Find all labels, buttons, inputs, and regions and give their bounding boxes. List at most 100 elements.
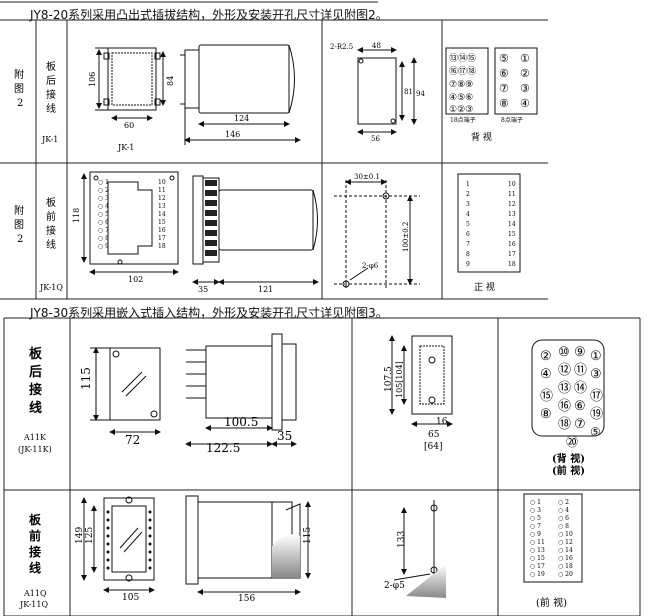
s2a-side-view (185, 333, 297, 447)
svg-text:前: 前 (46, 210, 56, 223)
svg-text:①: ① (520, 52, 530, 65)
s1a-side-model: JK-1 (117, 143, 134, 152)
s2b-shade (272, 534, 300, 578)
svg-text:5: 5 (466, 221, 470, 228)
terminal-label: ○ 5 (530, 515, 541, 522)
svg-text:图: 图 (14, 219, 24, 231)
svg-text:②: ② (540, 349, 552, 364)
svg-text:④: ④ (540, 367, 552, 382)
svg-text:18: 18 (158, 243, 166, 250)
svg-text:③: ③ (590, 367, 602, 382)
svg-text:后: 后 (29, 364, 42, 380)
s1b-side-view (192, 175, 319, 285)
svg-text:⑧: ⑧ (540, 407, 552, 422)
s1b-dim-102: 102 (128, 275, 143, 284)
svg-text:接: 接 (29, 544, 41, 559)
svg-text:15: 15 (508, 231, 516, 238)
s2b-labels: 板 前 接 线 (29, 512, 42, 575)
s2b-terminal-box (523, 493, 583, 583)
svg-text:⑦⑧⑨: ⑦⑧⑨ (449, 80, 473, 90)
svg-text:④: ④ (520, 97, 530, 110)
terminal-label: ○ 1 (530, 499, 541, 506)
s1b-dim-118: 118 (72, 208, 81, 223)
s2a-dim-115: 115 (79, 367, 93, 390)
s2b-view: (前 视) (536, 596, 567, 609)
terminal-label: ○ 4 (558, 507, 569, 514)
terminal-label: ○ 19 (530, 571, 545, 578)
s1a-side-view (180, 44, 301, 145)
svg-text:⑦: ⑦ (499, 82, 509, 95)
s2b-dim-156: 156 (238, 594, 255, 604)
svg-text:12: 12 (158, 195, 166, 202)
s1a-terminal-circles-left: ⑬⑭⑮ ⑯⑰⑱ ⑦⑧⑨ ④⑤⑥ ①②③ (449, 53, 476, 115)
section1-frame (0, 1, 548, 300)
s1b-front-view (81, 171, 179, 275)
svg-text:○ 1: ○ 1 (98, 179, 109, 186)
terminal-label: ○ 6 (558, 515, 569, 522)
s1a-fig-label-1: 图 (14, 83, 24, 95)
s2b-term-labels: ○ 1○ 2○ 3○ 4○ 5○ 6○ 7○ 8○ 9○ 10○ 11○ 12○… (530, 499, 573, 578)
s1a-labels: 附 图 2 板 后 接 线 JK-1 (14, 60, 58, 144)
svg-text:⑦: ⑦ (574, 417, 586, 432)
s1a-fig-label-0: 附 (14, 68, 24, 81)
s1a-dim-56: 56 (371, 135, 380, 143)
svg-text:⑯⑰⑱: ⑯⑰⑱ (449, 66, 476, 77)
terminal-label: ○ 16 (558, 555, 573, 562)
svg-text:16: 16 (508, 241, 516, 248)
svg-text:7: 7 (466, 241, 470, 248)
s1a-dim-124: 124 (234, 114, 249, 123)
svg-text:⑱: ⑱ (558, 417, 571, 432)
s1a-wiring-2: 接 (46, 88, 56, 101)
s2a-model1: A11K (23, 433, 47, 442)
s1b-dim-121: 121 (258, 285, 273, 294)
svg-text:⑳: ⑳ (566, 435, 578, 449)
svg-text:线: 线 (29, 560, 41, 575)
svg-text:板: 板 (46, 196, 56, 209)
s1a-dim-94: 94 (416, 90, 425, 98)
s2a-model2: (JK-11K) (18, 445, 52, 454)
svg-text:16: 16 (158, 227, 166, 234)
s1b-cutout (334, 179, 420, 288)
section1-heading: JY8-20系列采用凸出式插拔结构，外形及安装开孔尺寸详见附图2。 (30, 8, 388, 22)
s1a-dim-84: 84 (166, 76, 175, 86)
svg-text:14: 14 (158, 211, 166, 218)
svg-text:17: 17 (508, 251, 516, 258)
svg-text:○ 8: ○ 8 (98, 235, 109, 242)
svg-text:⑨: ⑨ (574, 345, 586, 360)
s1b-dim-35: 35 (198, 285, 208, 294)
svg-text:13: 13 (158, 203, 166, 210)
svg-text:17: 17 (158, 235, 166, 242)
s2a-terminal-box (531, 339, 605, 437)
s1a-front-view (95, 47, 166, 121)
s2b-side-view (185, 495, 311, 595)
svg-text:③: ③ (520, 82, 530, 95)
s1a-view: 背 视 (471, 131, 492, 143)
s1a-model: JK-1 (41, 135, 58, 144)
s1a-fig-label-2: 2 (17, 98, 23, 109)
svg-text:○ 9: ○ 9 (98, 243, 109, 250)
svg-text:1: 1 (466, 181, 470, 188)
s1a-terminal-circles-right: ⑤ ① ⑥ ② ⑦ ③ ⑧ ④ (499, 52, 530, 110)
s2b-model1: A11Q (23, 589, 47, 598)
svg-text:⑧: ⑧ (499, 97, 509, 110)
terminal-label: ○ 11 (530, 539, 545, 546)
svg-text:10: 10 (158, 179, 166, 186)
svg-text:⑮: ⑮ (540, 389, 553, 404)
terminal-label: ○ 20 (558, 571, 573, 578)
svg-text:○ 4: ○ 4 (98, 203, 109, 210)
s2a-dim-1075: 107.5 (384, 366, 394, 392)
svg-text:6: 6 (466, 231, 470, 238)
svg-text:⑥: ⑥ (499, 67, 509, 80)
s1a-wiring-3: 线 (46, 102, 56, 115)
svg-text:8: 8 (466, 251, 470, 258)
s2a-cutout (389, 335, 453, 427)
svg-text:线: 线 (29, 400, 42, 416)
section2-heading: JY8-30系列采用嵌入式插入结构，外形及安装开孔尺寸详见附图3。 (30, 306, 388, 320)
terminal-label: ○ 7 (530, 523, 541, 530)
svg-text:⑥: ⑥ (574, 399, 586, 414)
s2b-dim-105: 105 (122, 593, 139, 603)
s1a-dim-2r: 2-R2.5 (330, 43, 353, 51)
svg-text:10: 10 (508, 181, 516, 188)
